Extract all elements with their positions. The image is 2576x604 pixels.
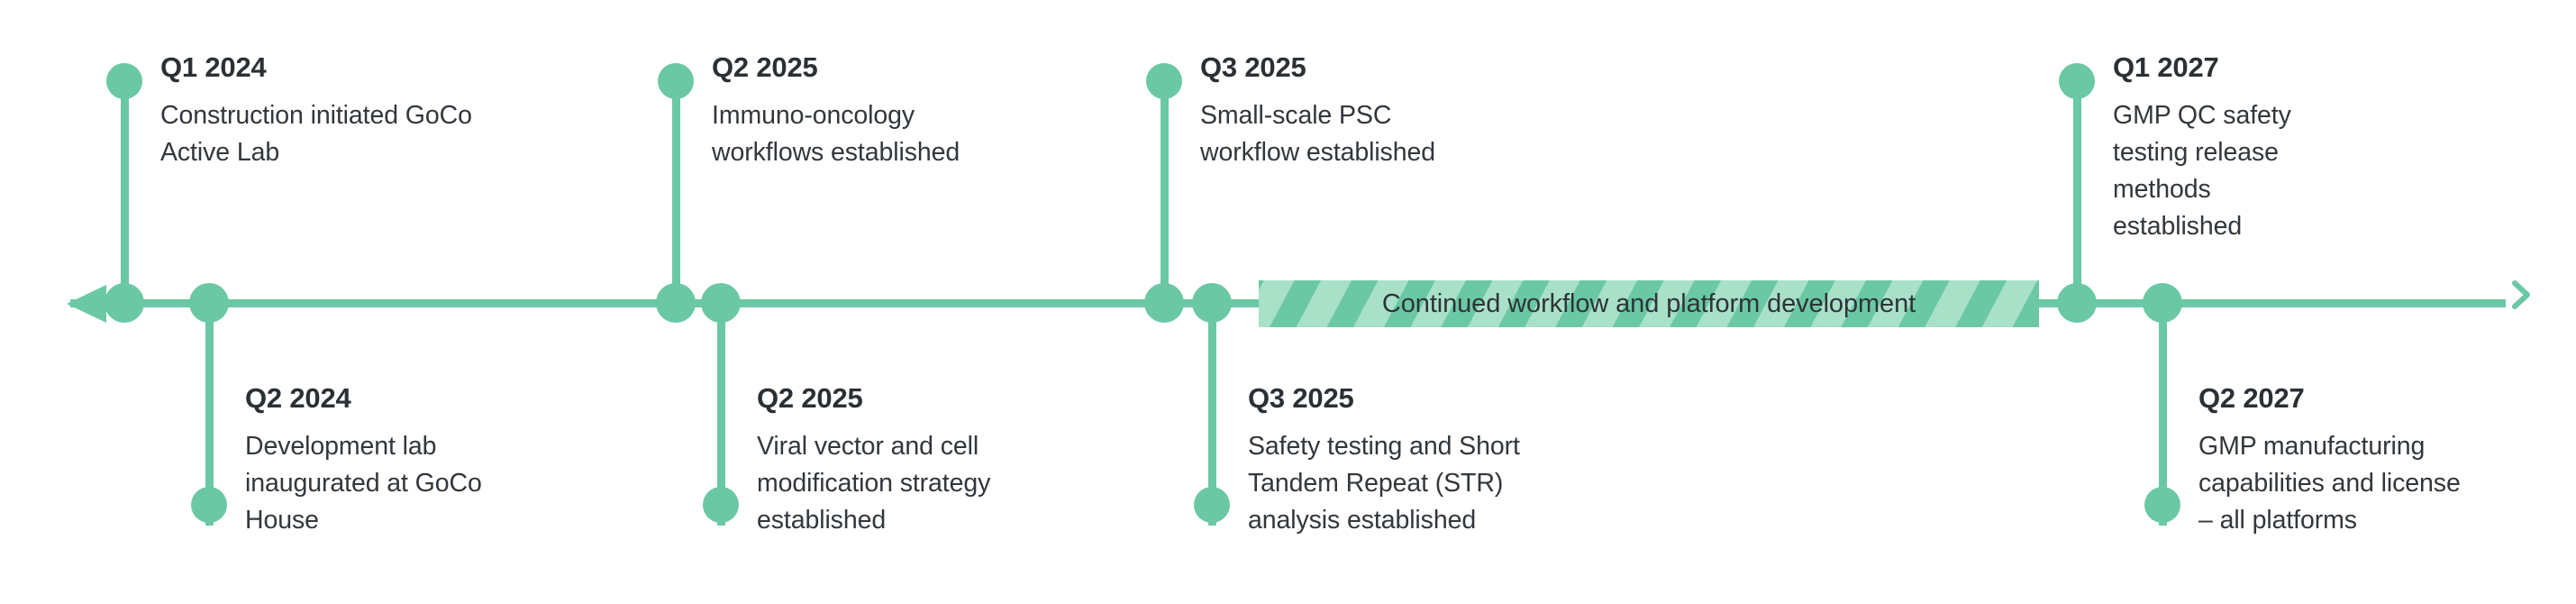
continued-development-bar: Continued workflow and platform developm… [1259,280,2039,327]
milestone-title: Q1 2027 [2113,51,2219,83]
milestone-title: Q2 2025 [712,51,818,83]
milestone-title: Q3 2025 [1200,51,1306,83]
timeline-stem-cap-dot [703,487,739,523]
timeline-node-dot[interactable] [701,283,741,323]
timeline-stem-cap-dot [1146,63,1182,99]
timeline-node-dot[interactable] [2143,283,2182,323]
timeline-stem-cap-dot [191,487,227,523]
timeline-node-dot[interactable] [656,283,696,323]
milestone-title: Q2 2027 [2198,382,2305,414]
timeline-node-dot[interactable] [105,283,144,323]
milestone-title: Q1 2024 [160,51,267,83]
timeline-connector-stem [2072,81,2081,303]
triangle-left-icon [67,285,106,323]
timeline-connector-stem [1160,81,1169,303]
timeline-node-dot[interactable] [1192,283,1232,323]
timeline-stem-cap-dot [2144,487,2180,523]
timeline-stem-cap-dot [106,63,142,99]
timeline-connector-stem [2158,306,2167,526]
timeline-connector-stem [1207,306,1216,526]
timeline-connector-stem [205,306,214,526]
arrow-right-icon [2512,280,2530,309]
timeline-stem-cap-dot [2059,63,2095,99]
timeline-connector-stem [671,81,680,303]
milestone-title: Q2 2025 [757,382,863,414]
timeline-stem-cap-dot [1194,487,1230,523]
milestone-title: Q2 2024 [245,382,351,414]
timeline-node-dot[interactable] [189,283,229,323]
timeline-stem-cap-dot [658,63,694,99]
timeline-node-dot[interactable] [2057,283,2097,323]
timeline-node-dot[interactable] [1144,283,1184,323]
milestone-title: Q3 2025 [1248,382,1354,414]
timeline-connector-stem [120,81,129,303]
timeline-connector-stem [716,306,725,526]
continued-development-label: Continued workflow and platform developm… [1381,288,1916,318]
